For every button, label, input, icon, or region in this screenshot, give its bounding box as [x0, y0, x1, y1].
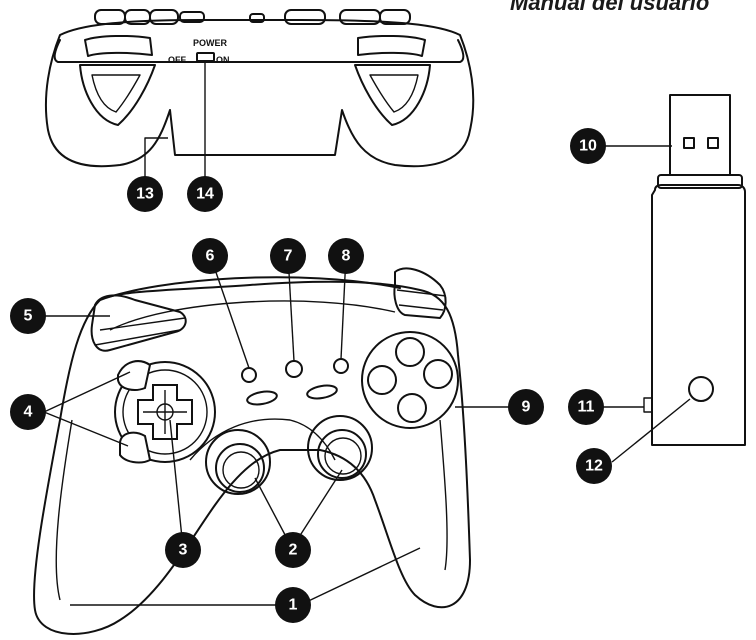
- controller-front-view: [33, 254, 510, 635]
- controller-top-view: POWER OFF ON: [44, 9, 475, 180]
- callout-7: 7: [270, 238, 306, 274]
- callout-label: 6: [206, 248, 215, 265]
- callout-label: 11: [578, 399, 595, 416]
- callout-label: 4: [24, 404, 33, 421]
- callout-label: 12: [585, 458, 603, 475]
- callout-label: 13: [136, 186, 154, 203]
- header-title: Manual del usuario: [510, 0, 710, 15]
- callout-label: 1: [289, 597, 298, 614]
- callout-13: 13: [127, 176, 163, 212]
- callout-label: 7: [284, 248, 293, 265]
- callout-label: 10: [579, 138, 597, 155]
- callout-5: 5: [10, 298, 46, 334]
- callout-label: 5: [24, 308, 33, 325]
- callout-14: 14: [187, 176, 223, 212]
- callout-label: 2: [289, 542, 298, 559]
- callout-4: 4: [10, 394, 46, 430]
- callout-label: 8: [342, 248, 351, 265]
- button-6: [241, 367, 257, 383]
- usb-dongle: [603, 94, 746, 463]
- button-8: [333, 358, 349, 374]
- callout-label: 3: [179, 542, 188, 559]
- button-7: [285, 360, 303, 378]
- callout-2: 2: [275, 532, 311, 568]
- callout-9: 9: [508, 389, 544, 425]
- dongle-led: [688, 376, 714, 402]
- callout-label: 9: [522, 399, 531, 416]
- callout-12: 12: [576, 448, 612, 484]
- callout-8: 8: [328, 238, 364, 274]
- power-switch-title: POWER: [193, 38, 228, 48]
- power-switch-on-label: ON: [216, 55, 230, 65]
- callout-10: 10: [570, 128, 606, 164]
- callout-3: 3: [165, 532, 201, 568]
- callout-6: 6: [192, 238, 228, 274]
- power-switch-off-label: OFF: [168, 55, 186, 65]
- callout-11: 11: [568, 389, 604, 425]
- callout-1: 1: [275, 587, 311, 623]
- power-switch: [196, 52, 215, 62]
- callout-label: 14: [196, 186, 214, 203]
